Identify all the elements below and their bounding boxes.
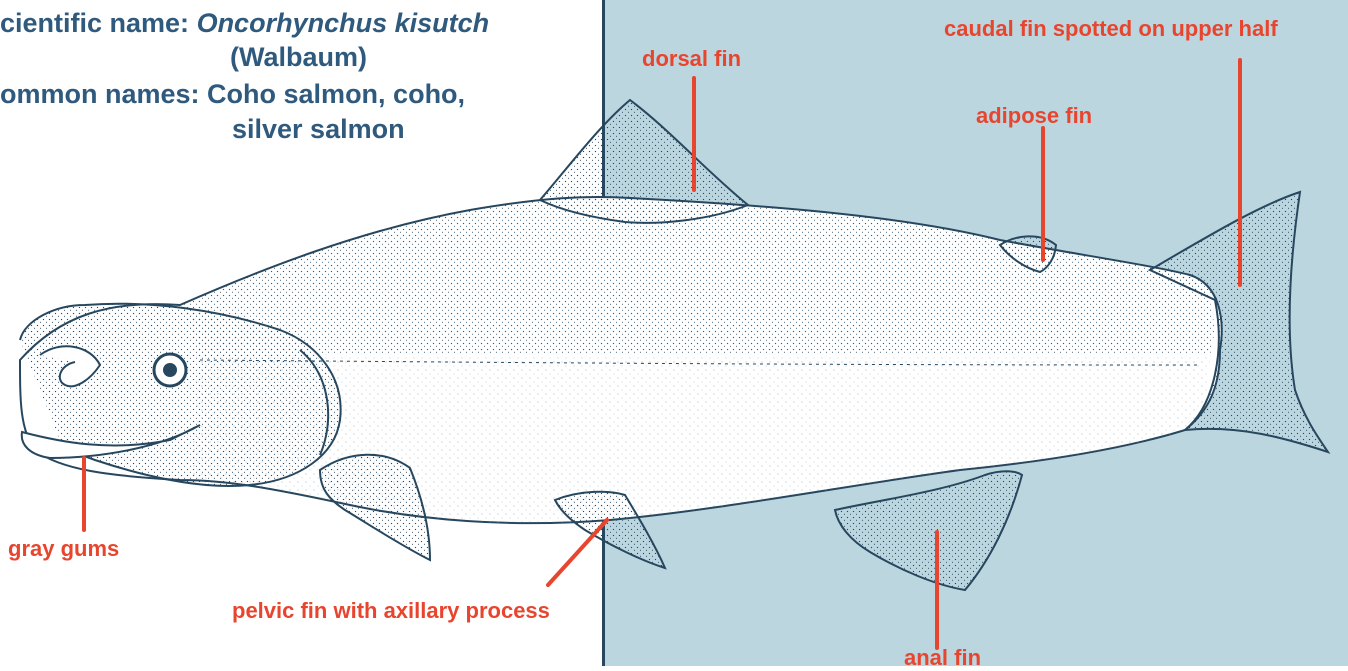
- label-anal-fin: anal fin: [904, 645, 981, 671]
- label-adipose-fin: adipose fin: [976, 103, 1092, 129]
- common-names-line: ommon names: Coho salmon, coho,: [0, 77, 465, 111]
- label-dorsal-fin: dorsal fin: [642, 46, 741, 72]
- common-prefix: ommon names:: [0, 79, 207, 109]
- species-header: cientific name: Oncorhynchus kisutch (Wa…: [0, 0, 600, 160]
- scientific-prefix: cientific name:: [0, 8, 197, 38]
- label-pelvic-fin: pelvic fin with axillary process: [232, 598, 550, 624]
- anal-fin-shape: [835, 471, 1022, 590]
- label-caudal-fin: caudal fin spotted on upper half: [944, 16, 1278, 42]
- pelvic-fin-leader: [548, 520, 607, 585]
- common-names-line2: silver salmon: [232, 112, 405, 146]
- common-names-1: Coho salmon, coho,: [207, 79, 465, 109]
- author-line: (Walbaum): [230, 40, 367, 74]
- scientific-name: Oncorhynchus kisutch: [197, 8, 490, 38]
- scientific-name-line: cientific name: Oncorhynchus kisutch: [0, 6, 489, 40]
- label-gray-gums: gray gums: [8, 536, 119, 562]
